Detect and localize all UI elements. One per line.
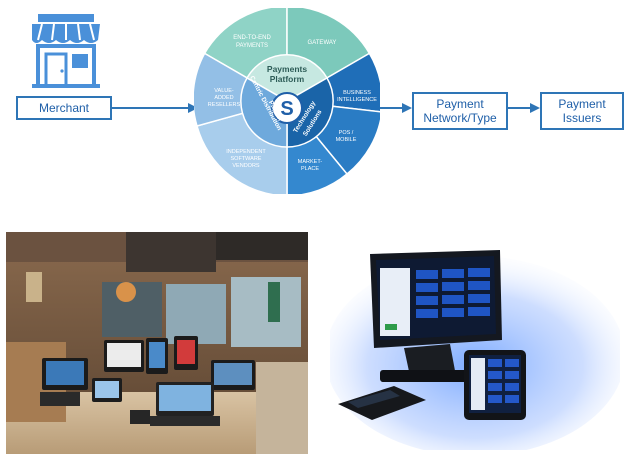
arrow-right-icon [112,103,198,113]
label-pos-1: POS / [339,130,354,136]
label-end-to-end-1: END-TO-END [233,35,271,41]
label-bi-2: INTELLIGENCE [337,97,377,103]
payment-issuers-label-line1: Payment [558,96,606,111]
label-bi-1: BUSINESS [343,90,371,96]
label-pos-2: MOBILE [336,137,357,143]
label-isv-3: VENDORS [232,163,260,169]
label-var-3: RESELLERS [208,102,241,108]
label-marketplace-2: PLACE [301,166,319,172]
payment-network-label-line1: Payment [436,96,484,111]
wheel-inner-ring [240,53,334,148]
payment-issuers-label-line2: Issuers [562,111,602,125]
label-gateway: GATEWAY [308,40,337,46]
payment-issuers-box: Payment Issuers [540,92,624,130]
segment-var [194,52,289,127]
center-logo-text: S [280,98,293,120]
arrow-right-icon [508,103,540,113]
arrow-right-icon [376,103,412,113]
payment-network-label-line2: Network/Type [423,111,497,125]
pos-devices-product-photo [330,236,620,450]
inner-top-label-2: Platform [270,74,305,84]
label-var-1: VALUE- [214,88,234,94]
label-isv-1: INDEPENDENT [226,149,266,155]
merchant-box: Merchant [16,96,112,120]
center-logo-circle [271,92,303,124]
storefront-icon [30,14,102,90]
label-marketplace-1: MARKET- [298,159,323,165]
inner-top-label-1: Payments [267,64,307,74]
payments-wheel: S Payments Platform Partner Centric Dist… [194,8,380,194]
label-isv-2: SOFTWARE [231,156,262,162]
restaurant-pos-photo [6,232,308,454]
merchant-label: Merchant [38,100,90,115]
label-end-to-end-2: PAYMENTS [236,43,268,49]
payment-network-box: Payment Network/Type [412,92,508,130]
label-var-2: ADDED [214,95,233,101]
